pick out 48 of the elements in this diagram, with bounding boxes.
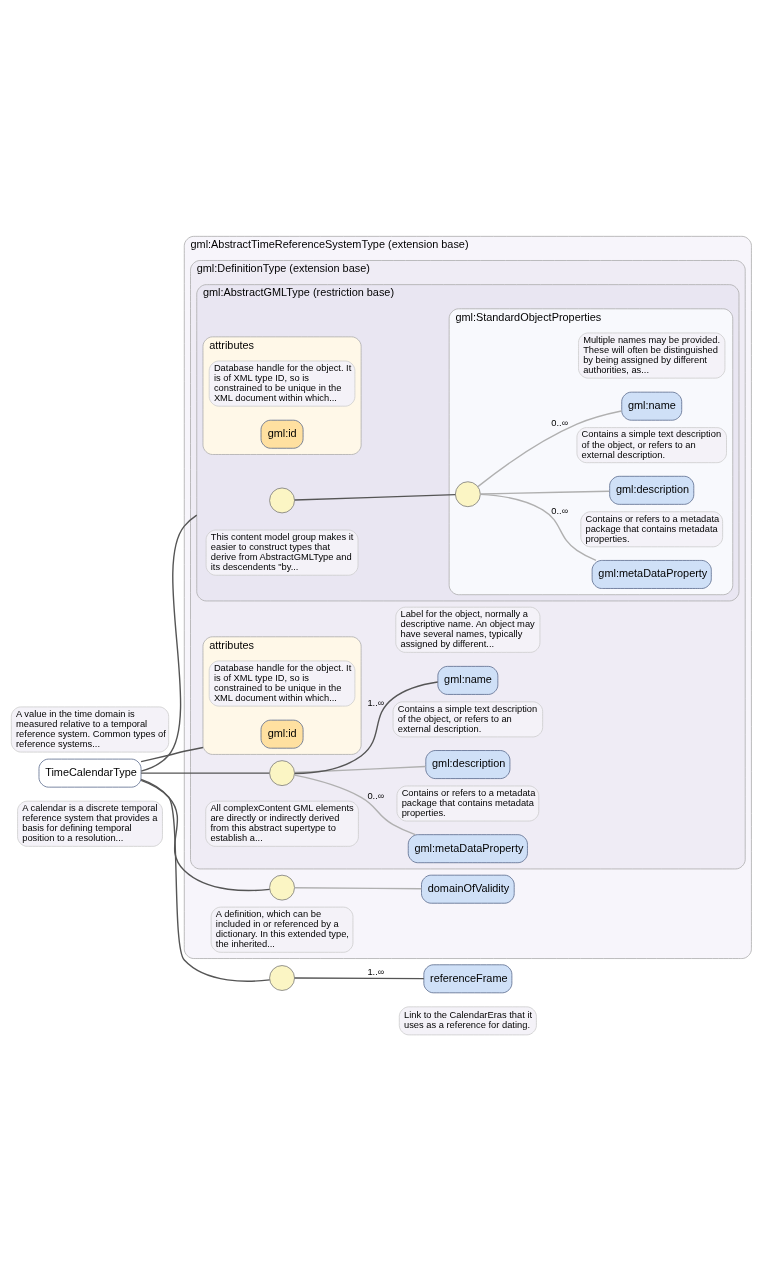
label: This content model group makes it easier to construct types that derive from AbstractGMLType and its descendents "by... [210,531,354,572]
node-circle [269,964,295,991]
connector [140,513,198,772]
node-label: Label for the object, normally a descriptive name. An object may have several names, typically assigned by different... [400,608,535,649]
edge-label: 1..∞ [367,697,385,708]
node-label: Link to the CalendarEras that it uses as a reference for dating. [403,1009,533,1030]
connector [477,409,623,487]
edge-label: 1..∞ [367,966,385,977]
node-box: referenceFrame [423,963,513,993]
label: A definition, which can be included in or referenced by a dictionary. In this extended type, the inherited... [215,908,349,949]
node-label: Database handle for the object. It is of XML type ID, so is constrained to be unique in the XML document within which... [213,662,352,703]
connector [293,773,416,835]
node-box: gml:id [260,719,304,749]
connector [293,976,425,979]
connector [140,746,204,762]
edge-label: 0..∞ [367,790,385,801]
edge-label: 0..∞ [551,505,569,516]
connector [140,771,270,774]
connector [293,886,423,889]
node-label: Contains or refers to a metadata package that contains metadata properties. [401,787,536,818]
node-box: gml:name [437,665,499,695]
connector [479,490,610,495]
connector [293,765,427,773]
node-label: Multiple names may be provided. These will often be distinguished by being assigned by different authorities, as... [583,334,721,375]
node-box: gml:metaDataProperty [591,559,712,589]
node-box: gml:description [425,749,511,779]
node-box: gml:id [260,419,304,449]
edge-label: 0..∞ [551,417,569,428]
connector [140,778,271,982]
node-label: A calendar is a discrete temporal reference system that provides a basis for defining temporal position to a resolution... [22,802,158,843]
connector [293,680,439,774]
node-box: gml:name [621,391,683,421]
label: A value in the time domain is measured relative to a temporal reference system. Common types of reference systems... [16,708,166,749]
node-box: domainOfValidity [421,874,515,904]
node-box: TimeCalendarType [38,758,142,788]
connector [293,493,457,501]
node-box: gml:description [609,475,695,505]
node-label: Contains or refers to a metadata package that contains metadata properties. [585,513,720,544]
node-circle [269,759,295,786]
node-label: Contains a simple text description of the object, or refers to an external description. [581,428,722,460]
node-circle [269,487,295,513]
node-circle [269,874,295,900]
node-box: gml:metaDataProperty [407,833,528,863]
label: All complexContent GML elements are directly or indirectly derived from this abstract supertype to establish a... [210,802,354,843]
node-label: Database handle for the object. It is of XML type ID, so is constrained to be unique in the XML document within which... [213,362,352,403]
node-circle [455,480,481,507]
connector [140,779,271,891]
node-label: Contains a simple text description of the object, or refers to an external description. [397,703,538,734]
